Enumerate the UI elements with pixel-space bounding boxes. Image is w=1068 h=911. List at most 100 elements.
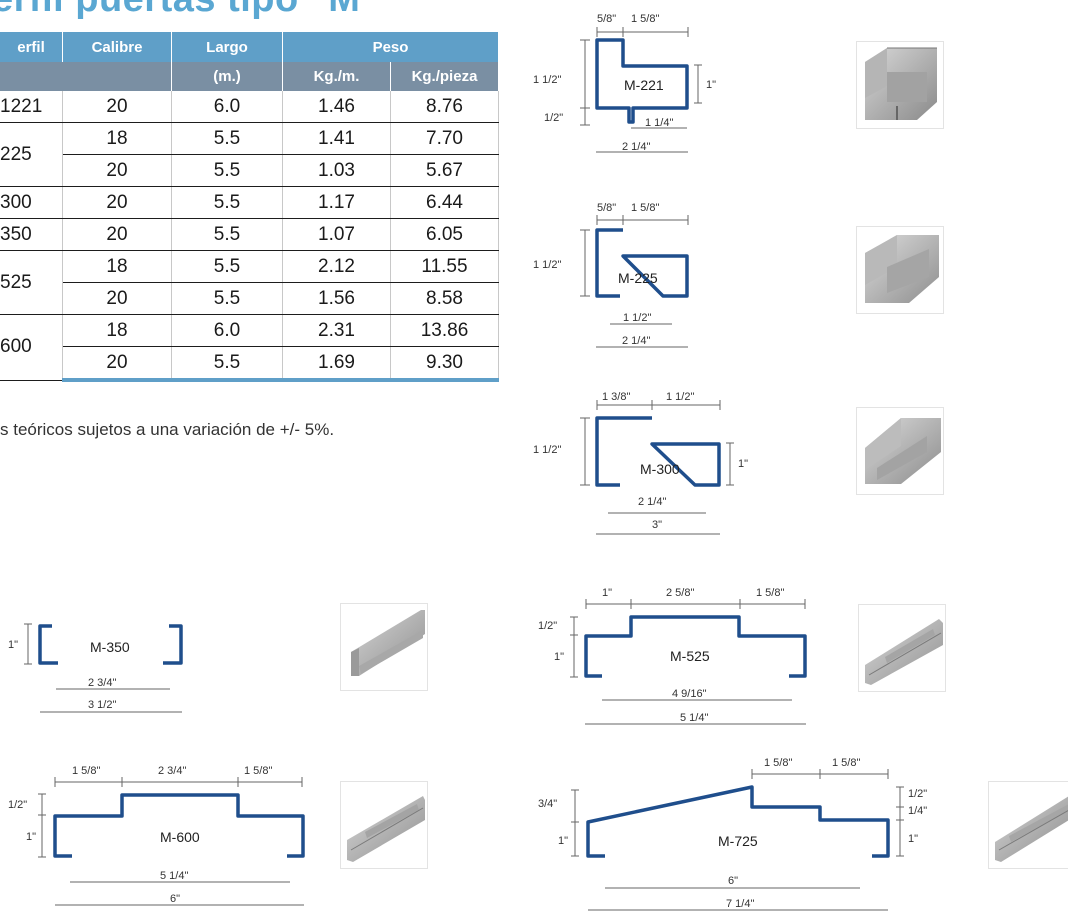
- cell-kg-pieza: 5.67: [390, 154, 499, 187]
- cell-calibre: 20: [62, 282, 172, 315]
- table-header-row: erfil Calibre Largo Peso: [0, 32, 499, 62]
- cell-calibre: 20: [62, 186, 172, 219]
- dim-label: 1 1/2": [533, 444, 561, 456]
- table-row: 20 5.5 1.69 9.30: [0, 346, 499, 382]
- cell-largo: 6.0: [171, 314, 283, 347]
- header-peso: Peso: [282, 32, 499, 62]
- table-subheader-row: (m.) Kg./m. Kg./pieza: [0, 62, 499, 91]
- cell-kg-pieza: 8.76: [390, 91, 499, 123]
- page-title: erfil puertas tipo "M": [0, 0, 379, 21]
- table-row: 600 18 6.0 2.31 13.86: [0, 314, 499, 381]
- header-perfil: erfil: [0, 32, 63, 62]
- cell-kg-m: 1.56: [282, 282, 391, 315]
- dim-label: 1 3/8": [602, 391, 630, 403]
- dim-label: 1": [26, 831, 36, 843]
- dim-label: 1": [738, 458, 748, 470]
- profile-m600-diagram: 1 5/8" 2 3/4" 1 5/8" 1/2" 1" 5 1/4" 6" M…: [8, 765, 305, 906]
- dim-label: 5/8": [597, 13, 616, 25]
- dim-label: 1": [554, 651, 564, 663]
- dim-label: 6": [728, 875, 738, 887]
- dim-label: 1 5/8": [756, 587, 784, 599]
- profile-m300-thumbnail-icon: [856, 407, 944, 495]
- dim-label: 1 1/4": [645, 117, 673, 129]
- subheader-blank: [0, 62, 172, 91]
- profile-m525-thumbnail-icon: [858, 604, 946, 692]
- dim-label: 1 1/2": [666, 391, 694, 403]
- cell-kg-m: 2.12: [282, 250, 391, 283]
- subheader-kg-pieza: Kg./pieza: [390, 62, 499, 91]
- dim-label: 3/4": [538, 798, 557, 810]
- profile-m350-diagram: 1" 2 3/4" 3 1/2" M-350: [8, 623, 183, 713]
- cell-perfil: 600: [0, 314, 63, 381]
- cell-largo: 5.5: [171, 346, 283, 382]
- cell-kg-pieza: 11.55: [390, 250, 499, 283]
- dim-label: 3": [652, 519, 662, 531]
- table-row: 300 20 5.5 1.17 6.44: [0, 186, 499, 219]
- cell-kg-m: 1.41: [282, 122, 391, 155]
- dim-label: 1 1/2": [623, 312, 651, 324]
- dim-label: 1": [908, 833, 918, 845]
- dim-label: 1 5/8": [764, 757, 792, 769]
- dim-label: 1 5/8": [631, 13, 659, 25]
- dim-label: 5 1/4": [160, 870, 188, 882]
- cell-kg-m: 1.69: [282, 346, 391, 382]
- cell-calibre: 20: [62, 218, 172, 251]
- cell-kg-pieza: 7.70: [390, 122, 499, 155]
- dim-label: 1/2": [544, 112, 563, 124]
- cell-calibre: 20: [62, 346, 172, 382]
- cell-calibre: 18: [62, 314, 172, 347]
- profile-m221-thumbnail-icon: [856, 41, 944, 129]
- profile-label: M-300: [640, 461, 680, 477]
- profile-label: M-225: [618, 270, 658, 286]
- dim-label: 6": [170, 893, 180, 905]
- dim-label: 1": [558, 835, 568, 847]
- dim-label: 1 5/8": [244, 765, 272, 777]
- dim-label: 3 1/2": [88, 699, 116, 711]
- weights-note: s teóricos sujetos a una variación de +/…: [0, 420, 335, 439]
- table-row: 20 5.5 1.03 5.67: [0, 154, 499, 187]
- subheader-largo-unit: (m.): [171, 62, 283, 91]
- profile-m300-shape: [595, 416, 721, 487]
- cell-largo: 5.5: [171, 250, 283, 283]
- table-row: 350 20 5.5 1.07 6.05: [0, 218, 499, 251]
- cell-kg-pieza: 9.30: [390, 346, 499, 382]
- cell-perfil: 225: [0, 122, 63, 187]
- cell-kg-pieza: 6.05: [390, 218, 499, 251]
- header-largo: Largo: [171, 32, 283, 62]
- profile-m525-shape: [584, 615, 807, 678]
- profile-m221-shape: [595, 38, 689, 124]
- cell-calibre: 18: [62, 122, 172, 155]
- profile-m225-shape: [595, 228, 689, 298]
- profile-m600-thumbnail-icon: [340, 781, 428, 869]
- cell-largo: 5.5: [171, 186, 283, 219]
- dim-label: 1 5/8": [631, 202, 659, 214]
- dim-label: 2 1/4": [638, 496, 666, 508]
- dim-label: 1/4": [908, 805, 927, 817]
- table-row: 525 18 5.5 2.12 11.55: [0, 250, 499, 315]
- dim-label: 2 1/4": [622, 141, 650, 153]
- profile-m350-shape: [38, 624, 183, 665]
- dim-label: 1": [602, 587, 612, 599]
- cell-kg-pieza: 8.58: [390, 282, 499, 315]
- dim-label: 2 3/4": [158, 765, 186, 777]
- dim-label: 2 1/4": [622, 335, 650, 347]
- profile-label: M-350: [90, 639, 130, 655]
- header-calibre: Calibre: [62, 32, 172, 62]
- dim-label: 4 9/16": [672, 688, 707, 700]
- profile-m300-diagram: 1 3/8" 1 1/2" 1 1/2" 1" 2 1/4" 3" M-300: [533, 391, 748, 535]
- cell-kg-m: 1.46: [282, 91, 391, 123]
- cell-kg-m: 1.07: [282, 218, 391, 251]
- dim-label: 1": [8, 639, 18, 651]
- cell-calibre: 18: [62, 250, 172, 283]
- cell-kg-m: 2.31: [282, 314, 391, 347]
- cell-calibre: 20: [62, 154, 172, 187]
- cell-kg-m: 1.03: [282, 154, 391, 187]
- profile-m525-diagram: 1" 2 5/8" 1 5/8" 1/2" 1" 4 9/16" 5 1/4" …: [538, 587, 807, 725]
- profile-m725-diagram: 1 5/8" 1 5/8" 3/4" 1" 1/2" 1/4" 1" 6" 7 …: [538, 757, 927, 911]
- profile-m350-thumbnail-icon: [340, 603, 428, 691]
- dim-label: 1": [706, 79, 716, 91]
- profile-label: M-725: [718, 833, 758, 849]
- dim-label: 1 5/8": [832, 757, 860, 769]
- cell-perfil: 300: [0, 186, 63, 219]
- dim-label: 5/8": [597, 202, 616, 214]
